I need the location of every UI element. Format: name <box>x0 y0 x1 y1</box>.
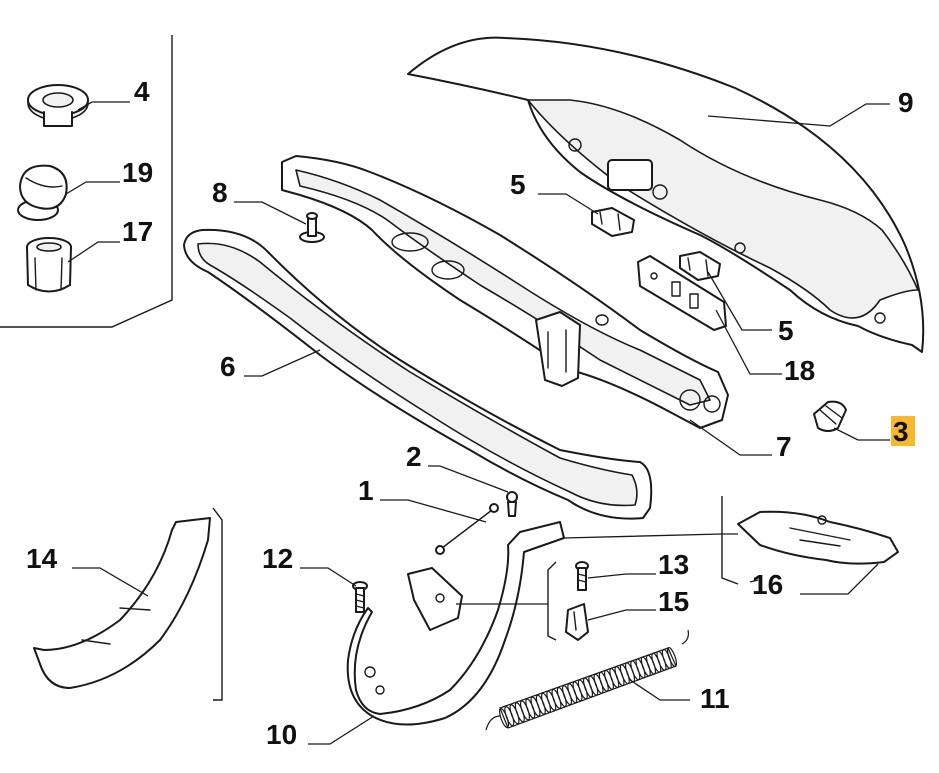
clips-inset-frame <box>0 35 173 328</box>
callout-5-lower: 5 <box>778 315 794 346</box>
callout-5-upper: 5 <box>510 169 526 200</box>
part-3-rubber-buffer[interactable] <box>813 400 847 432</box>
part-7-inner-lid-frame[interactable] <box>281 155 729 429</box>
callout-2: 2 <box>406 441 422 472</box>
bracket-14-10 <box>212 507 223 701</box>
spring-coil <box>666 646 678 668</box>
spring-coil <box>619 664 630 685</box>
spring-coil <box>651 652 662 673</box>
part-13-bolt[interactable] <box>575 561 589 591</box>
spring-coil <box>603 669 615 690</box>
part-6-lid-trim-panel[interactable] <box>183 228 653 520</box>
part-10-hinge-arm[interactable] <box>346 521 565 726</box>
part-11-coil-spring[interactable] <box>485 629 689 731</box>
callout-7: 7 <box>776 431 792 462</box>
callout-4: 4 <box>134 76 150 107</box>
callout-6: 6 <box>220 351 236 382</box>
callout-14: 14 <box>26 543 58 574</box>
part-15-bracket-clip[interactable] <box>565 603 589 641</box>
part-8-push-pin[interactable] <box>299 212 325 243</box>
spring-coil <box>656 650 667 671</box>
spring-coil <box>525 698 536 719</box>
spring-coil <box>661 648 672 669</box>
spring-coil <box>572 681 583 702</box>
spring-coil <box>645 654 657 675</box>
bracket-16 <box>721 496 739 585</box>
part-4-oval-grommet[interactable] <box>27 84 89 127</box>
bracket-13-15 <box>547 561 557 641</box>
callout-1: 1 <box>358 475 374 506</box>
part-5-clip-lower[interactable] <box>679 251 721 281</box>
callout-18: 18 <box>784 355 815 386</box>
spring-coils <box>498 646 678 729</box>
callout-9: 9 <box>898 87 914 118</box>
spring-coil <box>519 700 531 721</box>
spring-coil <box>609 667 620 689</box>
callout-13: 13 <box>658 549 689 580</box>
spring-coil <box>504 706 515 727</box>
spring-coil <box>546 690 557 711</box>
part-2-ball-stud[interactable] <box>506 491 518 517</box>
spring-coil <box>614 666 625 687</box>
part-18-latch-plate[interactable] <box>637 255 727 331</box>
part-1-gas-strut[interactable] <box>435 503 499 555</box>
part-14-hinge-cover[interactable] <box>33 517 211 689</box>
callout-15: 15 <box>658 586 689 617</box>
spring-coil <box>567 683 578 704</box>
leader-lines <box>65 101 890 745</box>
spring-coil <box>556 686 567 708</box>
part-16-cover-plate[interactable] <box>737 510 899 565</box>
callout-16: 16 <box>752 569 783 600</box>
spring-coil <box>640 656 651 677</box>
part-9-trunk-lid[interactable] <box>407 36 925 353</box>
spring-coil <box>582 677 594 698</box>
spring-coil <box>551 688 562 709</box>
callout-12: 12 <box>262 543 293 574</box>
spring-coil <box>588 675 599 696</box>
callout-17: 17 <box>122 216 153 247</box>
part-5-clip-upper[interactable] <box>591 207 635 237</box>
part-12-bolt[interactable] <box>352 581 368 613</box>
spring-coil <box>509 704 520 725</box>
spring-coil <box>624 662 636 683</box>
part-19-round-plug[interactable] <box>17 164 68 221</box>
spring-coil <box>635 658 646 679</box>
callout-11: 11 <box>700 683 730 714</box>
spring-coil <box>593 673 604 694</box>
spring-coil <box>530 696 541 717</box>
spring-coil <box>540 692 552 713</box>
spring-coil <box>630 660 641 681</box>
callout-19: 19 <box>122 157 153 188</box>
highlight-box <box>891 416 915 446</box>
callout-3-highlight[interactable]: 3 <box>891 416 915 447</box>
part-17-bump-stop[interactable] <box>26 237 72 293</box>
spring-coil <box>598 671 609 692</box>
spring-coil <box>535 694 546 715</box>
callout-3: 3 <box>893 416 909 447</box>
callout-10: 10 <box>266 719 297 750</box>
callout-8: 8 <box>212 177 228 208</box>
spring-coil <box>514 702 525 723</box>
spring-coil <box>561 685 573 706</box>
spring-coil <box>577 679 588 700</box>
